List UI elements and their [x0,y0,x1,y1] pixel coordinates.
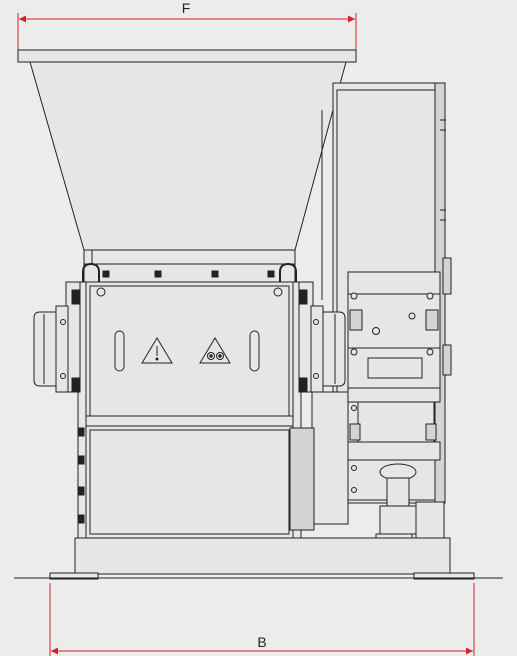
drive-top-plate [347,271,441,295]
entanglement-hazard-icon [199,337,231,364]
base-foot-left [49,572,99,580]
dimension-f: F [17,0,357,50]
drive-bolt-7 [351,405,357,411]
coupling [289,391,445,563]
dimension-f-label: F [182,0,191,16]
dimension-b: B [49,583,475,656]
hopper-neck [83,249,296,265]
cutting-chamber [83,263,296,434]
drive-bolt-3 [350,348,358,356]
drive-bolt-2 [426,292,434,300]
top-bolt-4 [267,270,275,278]
drive-middle-box [357,401,435,443]
left-motor-housing [33,311,59,387]
hopper-funnel [29,61,347,251]
chamber-top-bar [83,263,296,283]
left-bearing-block [33,262,106,524]
drive-band-2 [347,441,441,461]
drive-lug-left [349,309,363,331]
right-clip-1 [298,289,308,305]
rear-housing-clip [442,257,452,295]
left-handle [82,262,100,282]
drive-bolt-5 [372,327,380,335]
top-bolt-3 [211,270,219,278]
left-clip-6 [77,514,85,524]
drive-gearbox [347,347,441,389]
coupling-shaft [386,477,410,507]
coupling-bolt-block [379,505,417,535]
slot-left [114,330,125,372]
left-clip-5 [77,486,85,496]
right-clip-2 [298,377,308,393]
hopper [17,49,357,265]
drive-lug-right-2 [425,423,437,441]
left-pivot [96,287,106,297]
left-clip-4 [77,455,85,465]
drive-lug-right [425,309,439,331]
slot-right [249,330,260,372]
right-motor-housing [320,311,346,387]
left-clip-3 [77,427,85,437]
top-bolt-1 [102,270,110,278]
drive-gearbox-window [367,357,423,379]
right-bolt-1 [313,319,319,325]
coupling-inner [289,427,315,531]
left-clip-2 [71,377,81,393]
drive-bolt-1 [350,292,358,300]
drive-lug-left-2 [349,423,361,441]
left-bolt-2 [60,373,66,379]
dimension-b-label: B [257,634,266,650]
top-bolt-2 [154,270,162,278]
drive-bolt-6 [408,312,416,320]
left-clip-1 [71,289,81,305]
hopper-rim [17,49,357,63]
lower-frame-inner [89,429,290,535]
right-bearing-block [273,262,346,393]
drive-bolt-9 [351,465,357,471]
left-motor-flange [55,305,69,393]
right-motor-flange [310,305,324,393]
base-platform [74,537,451,575]
machine [17,49,475,580]
right-bolt-2 [313,373,319,379]
warning-triangle-icon [141,337,173,364]
rear-housing-clip-2 [442,344,452,376]
drive-band-1 [347,387,441,403]
coupling-housing [311,391,349,525]
drive-bolt-4 [426,348,434,356]
drive-assembly [347,271,441,493]
left-bolt-1 [60,319,66,325]
coupling-motor-foot [415,501,445,539]
drive-bolt-10 [351,487,357,493]
right-handle [279,262,297,282]
right-pivot [273,287,283,297]
lower-frame-box [83,425,296,539]
base-frame [49,537,475,580]
base-foot-right [413,572,475,580]
comb-bar [83,415,296,427]
